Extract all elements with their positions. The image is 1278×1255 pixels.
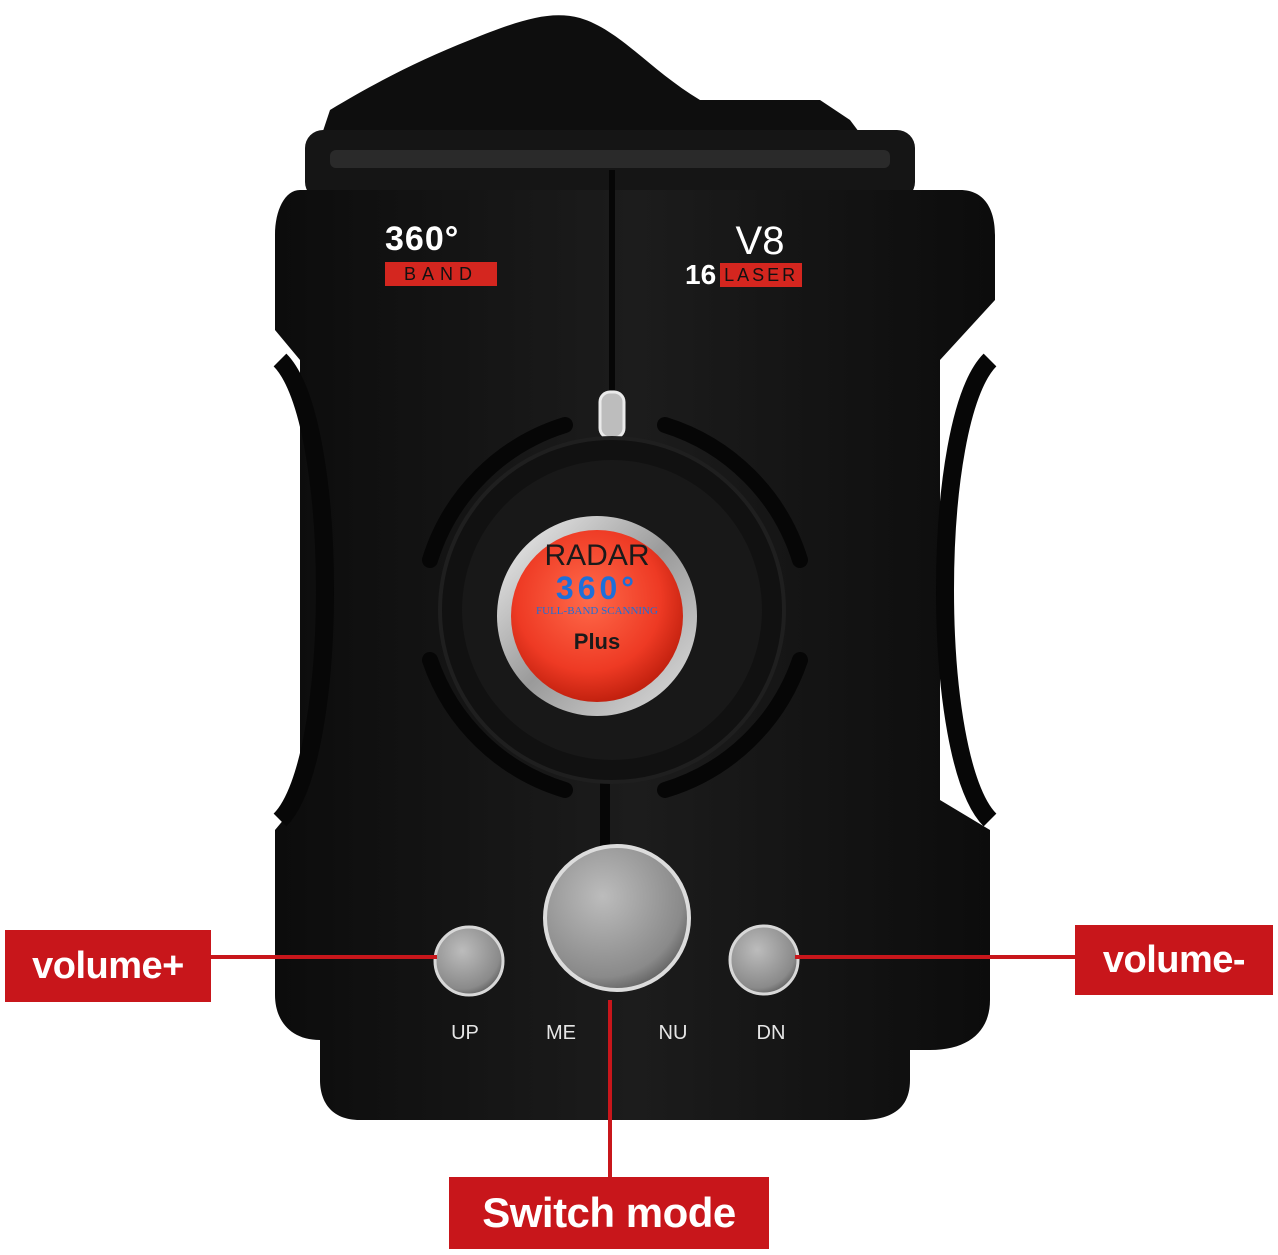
badge-360-band: 360° BAND — [385, 222, 505, 286]
indicator-light — [598, 390, 626, 440]
label-nu: NU — [658, 1022, 688, 1044]
radar-text: RADAR — [544, 539, 650, 572]
menu-button-shape — [543, 844, 691, 992]
label-up: UP — [451, 1022, 479, 1044]
label-me: ME — [546, 1022, 576, 1044]
callout-switch-mode: Switch mode — [449, 1177, 769, 1249]
badge-v8-laser: V8 16 LASER — [685, 220, 835, 290]
plus-text: Plus — [573, 629, 621, 654]
badge-360-text: 360° — [385, 220, 460, 258]
dn-button-shape — [728, 924, 800, 996]
up-button-shape — [433, 925, 505, 997]
speaker-arcs — [422, 417, 808, 798]
radar-360-text: 360° — [555, 570, 639, 606]
center-button — [511, 530, 683, 702]
model-name: V8 — [735, 219, 785, 263]
laser-text: LASER — [720, 263, 803, 287]
callout-volume-down: volume- — [1075, 925, 1273, 995]
laser-count: 16 — [685, 259, 717, 290]
callout-volume-up: volume+ — [5, 930, 211, 1002]
scanning-text: FULL-BAND SCANNING — [536, 605, 658, 617]
center-button-label[interactable]: RADAR 360° FULL-BAND SCANNING Plus — [511, 540, 683, 654]
label-dn: DN — [756, 1022, 786, 1044]
badge-band-text: BAND — [385, 262, 497, 286]
